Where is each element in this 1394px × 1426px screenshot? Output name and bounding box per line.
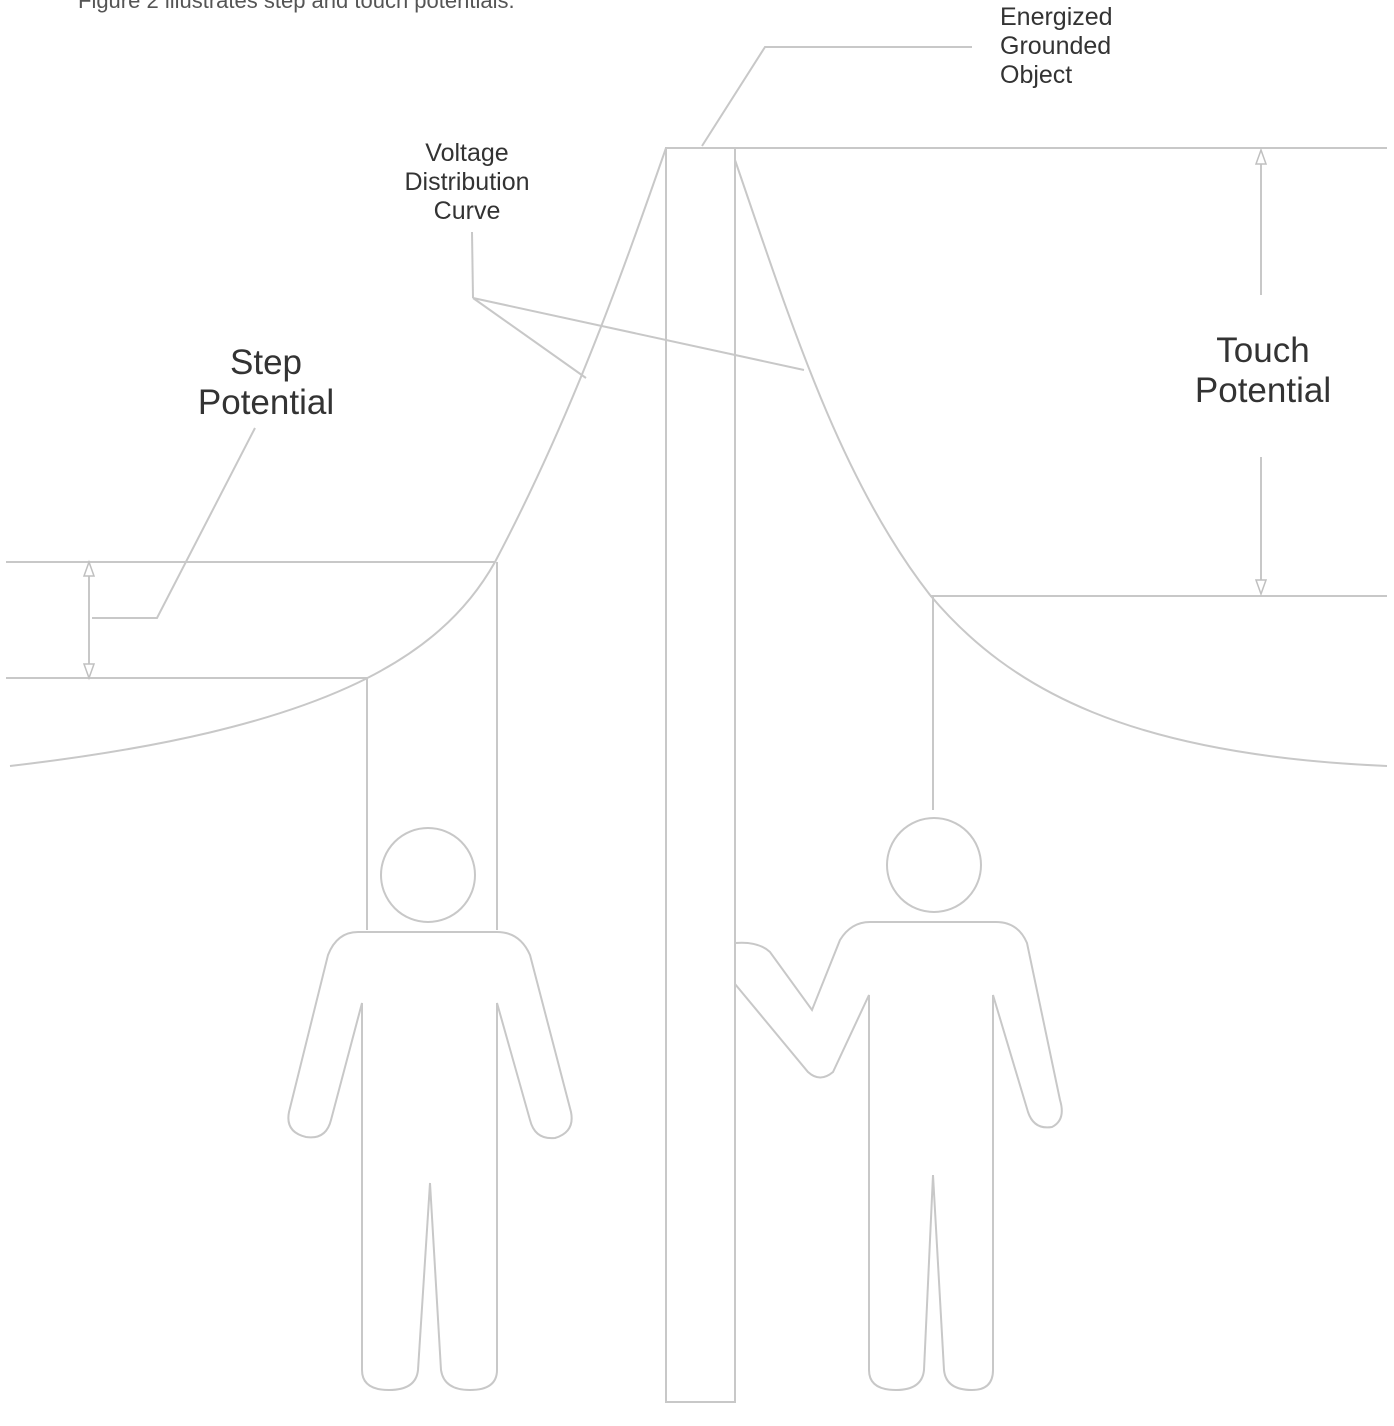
energized-object-leader — [701, 46, 972, 147]
energized-object-label-line-1: Energized — [1000, 3, 1113, 31]
voltage-curve-left — [9, 147, 667, 767]
person-step-potential — [287, 827, 573, 1392]
touch-potential-label: Touch Potential — [1173, 331, 1353, 412]
person-right-body — [734, 921, 1063, 1392]
step-potential-label-line-1: Step — [230, 343, 302, 382]
voltage-curve-label-line-2: Distribution — [404, 167, 530, 196]
step-potential-label: Step Potential — [176, 343, 356, 424]
person-touch-potential — [734, 817, 1063, 1392]
energized-object-label-line-2: Grounded — [1000, 31, 1112, 60]
voltage-curve-right — [734, 159, 1388, 767]
touch-potential-arrow — [1254, 147, 1268, 597]
energized-grounded-object — [665, 147, 736, 1403]
energized-object-label-line-3: Object — [1000, 60, 1073, 89]
person-left-body — [287, 931, 573, 1392]
person-left-head — [380, 827, 476, 923]
person-right-head — [886, 817, 982, 913]
voltage-curve-label-line-1: Voltage — [425, 139, 509, 167]
step-potential-leader — [92, 427, 256, 619]
touch-potential-label-line-1: Touch — [1216, 331, 1310, 370]
energized-object-label: Energized Grounded Object — [1000, 3, 1113, 89]
voltage-curve-label: Voltage Distribution Curve — [387, 139, 547, 225]
step-potential-label-line-2: Potential — [197, 383, 335, 423]
figure-caption: Figure 2 illustrates step and touch pote… — [78, 0, 515, 13]
voltage-curve-label-line-3: Curve — [433, 196, 501, 225]
touch-potential-label-line-2: Potential — [1194, 371, 1332, 411]
step-potential-arrow — [82, 559, 96, 681]
voltage-curve-leaders — [471, 231, 805, 379]
